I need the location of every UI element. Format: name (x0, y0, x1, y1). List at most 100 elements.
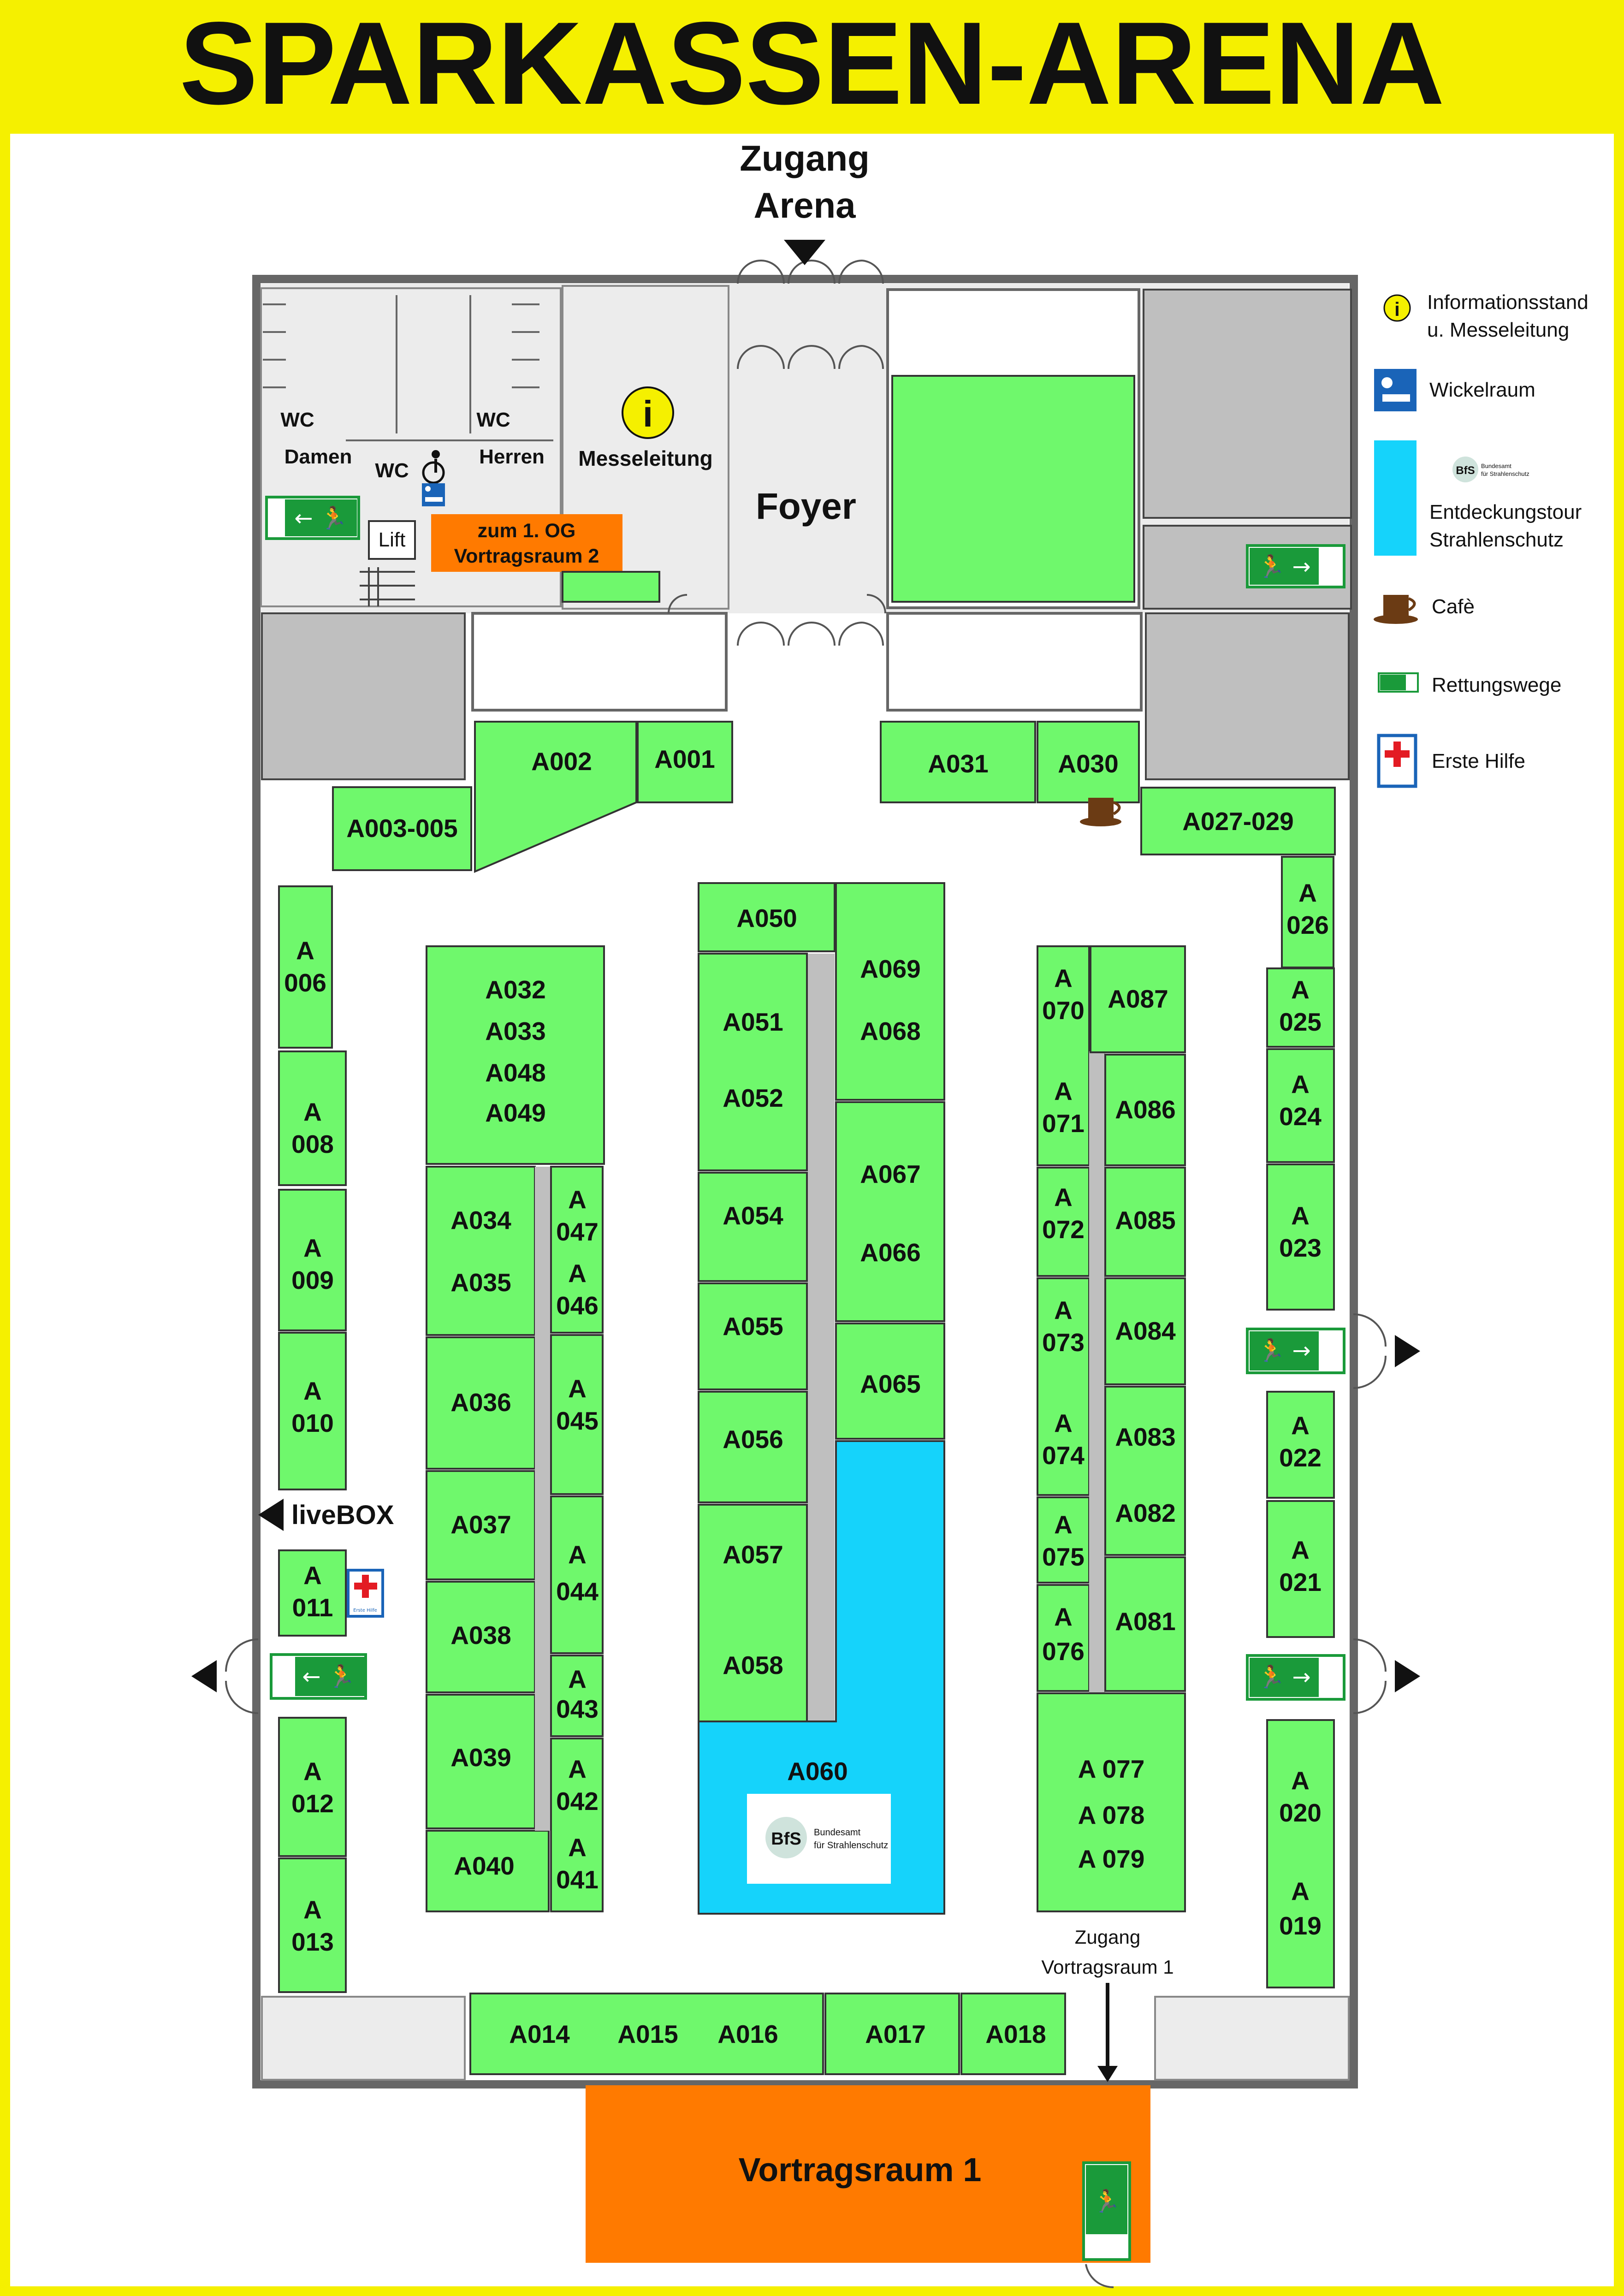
stand-A017[interactable] (824, 1993, 960, 2075)
stand-A013[interactable] (278, 1857, 347, 1993)
stand-A011-label-1: A (303, 1561, 322, 1590)
stand-A024[interactable] (1266, 1048, 1335, 1163)
stand-A037[interactable] (426, 1470, 536, 1580)
stand-A012[interactable] (278, 1717, 347, 1857)
bottom-right-room (1154, 1996, 1350, 2081)
legend-bfs-icon (1452, 457, 1478, 482)
stand-A083-A082[interactable] (1104, 1386, 1186, 1556)
stand-A030[interactable] (1037, 721, 1140, 803)
stand-A081[interactable] (1104, 1556, 1186, 1692)
arena-doors (737, 260, 884, 646)
stand-A047-label-2: 047 (556, 1217, 599, 1246)
stand-A077-A079[interactable] (1037, 1692, 1186, 1912)
stand-A018[interactable] (960, 1993, 1066, 2075)
stand-A069-A068[interactable] (835, 882, 945, 1101)
stand-A057-A058[interactable] (698, 1504, 808, 1722)
coffee-icon (1080, 798, 1121, 826)
legend-item-3-line1: Entdeckungstour (1429, 501, 1582, 523)
stand-A008[interactable] (278, 1050, 347, 1186)
stand-A045[interactable] (550, 1334, 604, 1495)
stand-A076-label-1: A (1054, 1602, 1073, 1631)
stand-A027-029[interactable] (1140, 787, 1336, 855)
stand-A020-A019[interactable] (1266, 1719, 1335, 1988)
stand-A084[interactable] (1104, 1277, 1186, 1385)
stand-A031[interactable] (880, 721, 1036, 803)
wheelchair-icon (422, 450, 445, 484)
stand-A075[interactable] (1037, 1496, 1090, 1584)
svg-text:für Strahlenschutz: für Strahlenschutz (1481, 470, 1529, 477)
stand-A015-label: A015 (617, 2020, 678, 2048)
stand-A035-label: A035 (450, 1268, 511, 1297)
stand-A071-label-1: A (1054, 1077, 1073, 1105)
stand-A011[interactable] (278, 1549, 347, 1637)
stand-A050[interactable] (698, 882, 836, 952)
stand-A087[interactable] (1090, 945, 1186, 1053)
legend-item-5-line1: Rettungswege (1432, 674, 1561, 696)
legend-item-4-line1: Cafè (1432, 595, 1475, 618)
gray-room-top-right (1143, 289, 1352, 519)
stand-A045-label-1: A (568, 1374, 587, 1403)
stand-A034-A035[interactable] (426, 1166, 536, 1336)
legend-item-1-line2: u. Messeleitung (1427, 319, 1569, 341)
stand-A014-A016[interactable] (469, 1993, 824, 2075)
stand-A051-A052[interactable] (698, 953, 808, 1171)
stand-A040-label: A040 (454, 1851, 514, 1880)
stand-A001[interactable] (637, 721, 733, 803)
svg-text:🏃 →: 🏃 → (1257, 554, 1310, 580)
stand-A086[interactable] (1104, 1054, 1186, 1166)
stand-A026[interactable] (1281, 856, 1334, 968)
messeleitung-room (562, 285, 729, 610)
right-door-arcs-2 (1353, 1638, 1387, 1714)
stand-A024-label-1: A (1291, 1070, 1310, 1098)
stand-A023[interactable] (1266, 1163, 1335, 1311)
stand-A042-A041[interactable] (550, 1738, 604, 1912)
stand-A044[interactable] (550, 1495, 604, 1654)
stand-A070-A071[interactable] (1037, 945, 1090, 1166)
stand-A026-label-1: A (1298, 878, 1317, 907)
stand-A043[interactable] (550, 1655, 604, 1737)
stand-A055[interactable] (698, 1282, 808, 1390)
legend-info-icon (1383, 294, 1411, 322)
stand-A046-label-2: 046 (556, 1291, 599, 1320)
stand-A085[interactable] (1104, 1167, 1186, 1277)
stand-A044-label-1: A (568, 1540, 587, 1569)
stand-A041-label-1: A (568, 1833, 587, 1862)
stand-A032-A049[interactable] (426, 945, 605, 1165)
stand-A083-label: A083 (1115, 1423, 1175, 1451)
stand-A010[interactable] (278, 1332, 347, 1490)
stand-A072-label-2: 072 (1042, 1215, 1085, 1244)
stand-A056[interactable] (698, 1391, 808, 1503)
stand-A006[interactable] (278, 885, 333, 1049)
stand-A009[interactable] (278, 1189, 347, 1331)
exit-arrow-right-1-icon (1395, 1335, 1420, 1367)
stand-A012-label-2: 012 (291, 1789, 334, 1818)
stand-A038[interactable] (426, 1581, 536, 1693)
wc-herren-label: WC (476, 409, 510, 431)
aisle-divider-1 (535, 1167, 550, 1831)
vortragsraum1[interactable] (586, 2085, 1150, 2263)
stand-A038-label: A038 (450, 1621, 511, 1649)
stand-A025[interactable] (1266, 967, 1335, 1048)
stand-A046-label-1: A (568, 1259, 587, 1287)
stand-A047-A046[interactable] (550, 1166, 604, 1334)
svg-text:Erste Hilfe: Erste Hilfe (353, 1608, 377, 1613)
stand-A023-label-2: 023 (1279, 1234, 1322, 1262)
stand-A002[interactable] (474, 721, 637, 873)
green-area-foyer (891, 375, 1135, 603)
stand-A065[interactable] (835, 1323, 945, 1440)
stand-A082-label: A082 (1115, 1499, 1175, 1527)
stand-A003-005[interactable] (332, 786, 472, 871)
stand-A039-label: A039 (450, 1743, 511, 1772)
stand-A067-A066[interactable] (835, 1101, 945, 1322)
stand-A040[interactable] (426, 1830, 550, 1912)
stand-A010-label-1: A (303, 1376, 322, 1405)
stand-A021[interactable] (1266, 1500, 1335, 1638)
legend-bfs-swatch (1374, 440, 1417, 556)
exit-sign-right-2: 🏃 → (1246, 1654, 1345, 1701)
stand-A039[interactable] (426, 1694, 536, 1829)
stand-A016-label: A016 (717, 2020, 778, 2048)
page-title: SPARKASSEN-ARENA (179, 0, 1445, 129)
stand-A022[interactable] (1266, 1391, 1335, 1499)
stand-A054[interactable] (698, 1172, 808, 1282)
